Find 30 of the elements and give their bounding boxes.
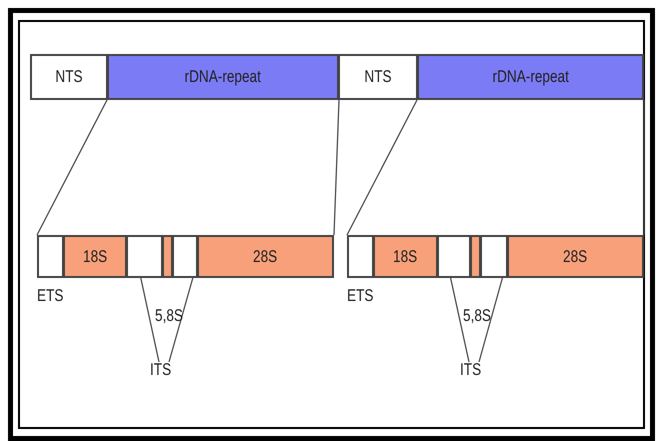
segment-label: ETS	[37, 286, 64, 306]
rrna-segment: 18S	[373, 235, 438, 278]
leader-line	[478, 278, 503, 362]
region-label: ITS	[460, 360, 482, 380]
rrna-segment	[162, 235, 173, 278]
segment-label: 5,8S	[155, 306, 183, 326]
segment-box: NTS	[30, 54, 108, 100]
segment-label: ETS	[347, 286, 374, 306]
segment-box: NTS	[338, 54, 418, 100]
repeat-bar: rDNA-repeat	[417, 54, 644, 100]
leader-line	[140, 278, 160, 362]
rrna-segment: 18S	[63, 235, 127, 278]
segment-box	[480, 235, 508, 278]
segment-box	[126, 235, 163, 278]
expansion-line	[643, 100, 645, 235]
rrna-segment: 28S	[507, 235, 644, 278]
segment-label: 5,8S	[463, 306, 491, 326]
rrna-segment: 28S	[197, 235, 334, 278]
expansion-line	[36, 100, 108, 236]
segment-box	[437, 235, 471, 278]
repeat-bar: rDNA-repeat	[107, 54, 339, 100]
expansion-line	[346, 100, 418, 236]
region-label: ITS	[150, 360, 172, 380]
rrna-segment	[470, 235, 481, 278]
leader-line	[168, 278, 194, 362]
segment-box	[347, 235, 374, 278]
segment-box	[37, 235, 64, 278]
segment-box	[172, 235, 198, 278]
leader-line	[450, 278, 470, 362]
expansion-line	[333, 100, 340, 236]
